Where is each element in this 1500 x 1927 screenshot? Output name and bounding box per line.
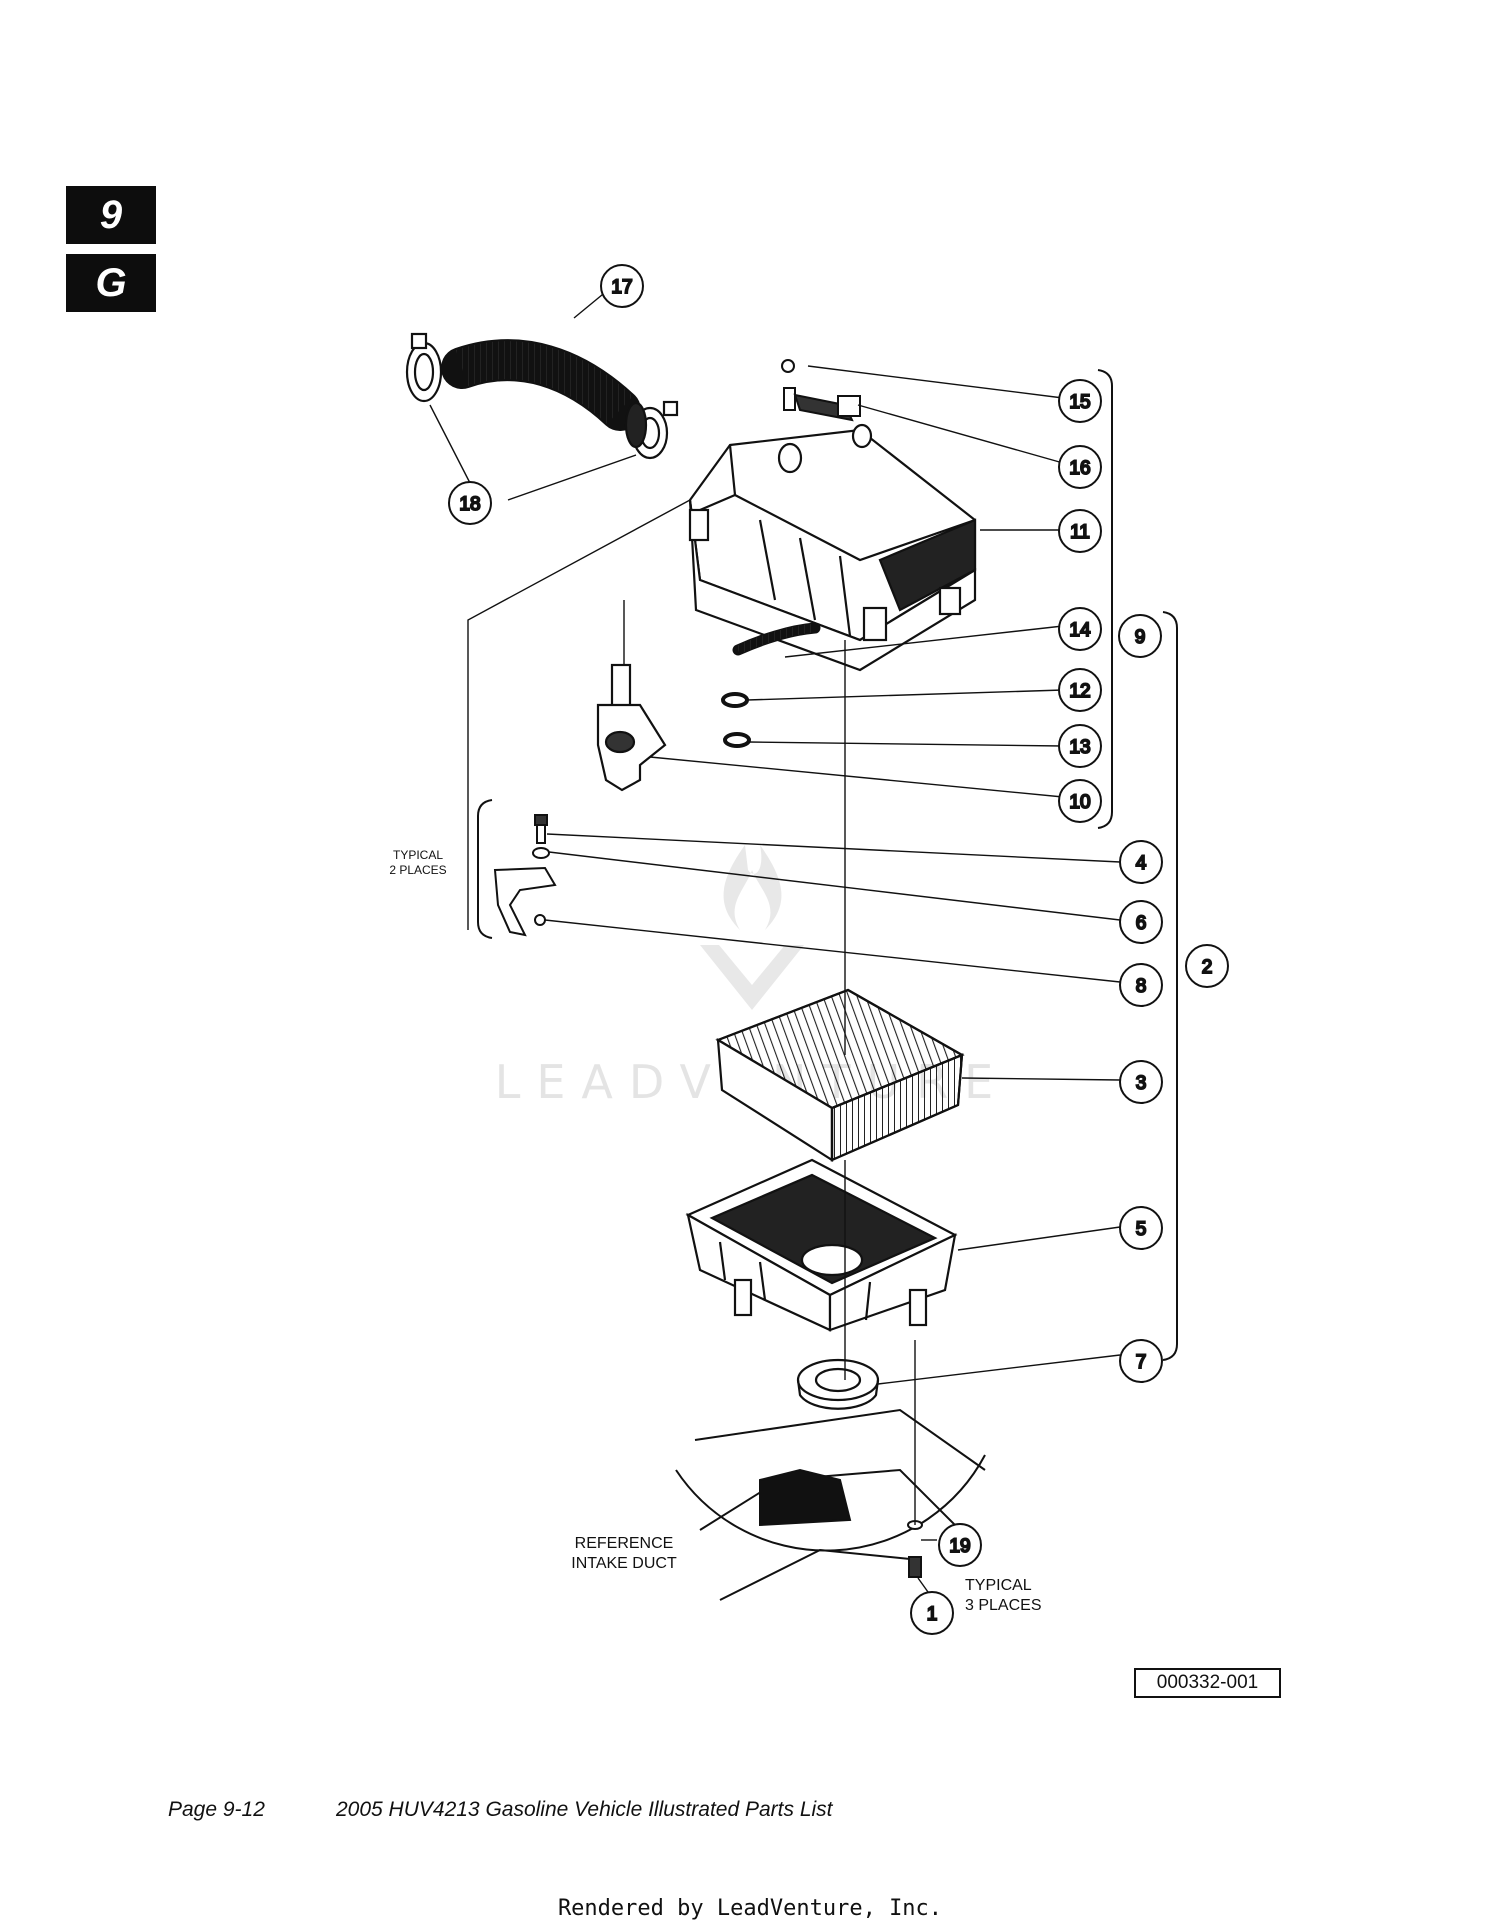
hose-clamp-left: [405, 332, 443, 403]
callout-4: 4: [1119, 840, 1163, 884]
svg-text:11: 11: [1070, 522, 1090, 543]
svg-text:9: 9: [1135, 627, 1146, 648]
section-tab-letter: G: [66, 254, 156, 312]
callout-17: 17: [600, 264, 644, 308]
callout-14: 14: [1058, 607, 1102, 651]
section-tab-number: 9: [66, 186, 156, 244]
air-filter-element: [715, 988, 965, 1163]
svg-text:12: 12: [1069, 681, 1090, 702]
air-box-base: [685, 1158, 958, 1332]
svg-text:13: 13: [1069, 737, 1090, 758]
callout-18: 18: [448, 481, 492, 525]
rendered-by-credit: Rendered by LeadVenture, Inc.: [557, 1896, 943, 1921]
svg-text:3: 3: [1136, 1073, 1147, 1094]
grommet-13: [723, 732, 751, 748]
air-box-cover: [688, 423, 977, 672]
callout-19: 19: [938, 1523, 982, 1567]
svg-text:16: 16: [1069, 458, 1090, 479]
svg-text:7: 7: [1136, 1352, 1147, 1373]
callout-9: 9: [1118, 614, 1162, 658]
assembly-brackets: [477, 369, 1178, 1361]
svg-text:2: 2: [1202, 957, 1213, 978]
callout-13: 13: [1058, 724, 1102, 768]
typical-2-places-line2: 2 PLACES: [389, 863, 446, 877]
callout-6: 6: [1119, 900, 1163, 944]
svg-text:18: 18: [459, 494, 480, 515]
footer-page-number: Page 9-12: [168, 1798, 265, 1821]
typical-3-places-line1: TYPICAL: [965, 1577, 1032, 1594]
callout-2: 2: [1185, 944, 1229, 988]
callout-10: 10: [1058, 779, 1102, 823]
callout-16: 16: [1058, 445, 1102, 489]
svg-text:10: 10: [1069, 792, 1090, 813]
typical-2-places-line1: TYPICAL: [393, 848, 443, 862]
bracket-typical-2: [477, 799, 493, 939]
bracket-item-2: [1162, 611, 1178, 1361]
grommet-12: [721, 692, 749, 708]
intake-seal: [796, 1358, 880, 1410]
svg-text:1: 1: [927, 1604, 938, 1625]
callout-1: 1: [910, 1591, 954, 1635]
figure-id: 000332-001: [1134, 1668, 1281, 1698]
svg-text:17: 17: [611, 277, 632, 298]
svg-text:5: 5: [1136, 1219, 1147, 1240]
typical-3-places-line2: 3 PLACES: [965, 1597, 1041, 1614]
callout-11: 11: [1058, 509, 1102, 553]
callout-5: 5: [1119, 1206, 1163, 1250]
reference-intake-duct-line1: REFERENCE: [575, 1535, 674, 1552]
reference-intake-duct-line2: INTAKE DUCT: [571, 1555, 677, 1572]
reference-intake-duct: [675, 1408, 986, 1601]
vacuator-cap-fitting: [781, 359, 861, 422]
svg-text:6: 6: [1136, 913, 1147, 934]
svg-text:14: 14: [1069, 620, 1091, 641]
svg-text:15: 15: [1069, 392, 1090, 413]
svg-text:4: 4: [1136, 853, 1147, 874]
callout-8: 8: [1119, 963, 1163, 1007]
callout-3: 3: [1119, 1060, 1163, 1104]
callout-7: 7: [1119, 1339, 1163, 1383]
mounting-bracket-hardware: [493, 814, 557, 937]
bracket-item-9: [1097, 369, 1113, 829]
intake-hose-assembly: [405, 332, 679, 460]
callout-12: 12: [1058, 668, 1102, 712]
svg-text:8: 8: [1136, 976, 1147, 997]
footer-document-title: 2005 HUV4213 Gasoline Vehicle Illustrate…: [336, 1798, 833, 1821]
svg-text:19: 19: [949, 1536, 970, 1557]
callout-15: 15: [1058, 379, 1102, 423]
callouts: 17 18 15 16 11 14 9 12 13 10 4 6 2 8 3 5…: [448, 264, 1229, 1635]
leader-lines: [429, 289, 1121, 1593]
vacuator-valve: [596, 663, 667, 792]
